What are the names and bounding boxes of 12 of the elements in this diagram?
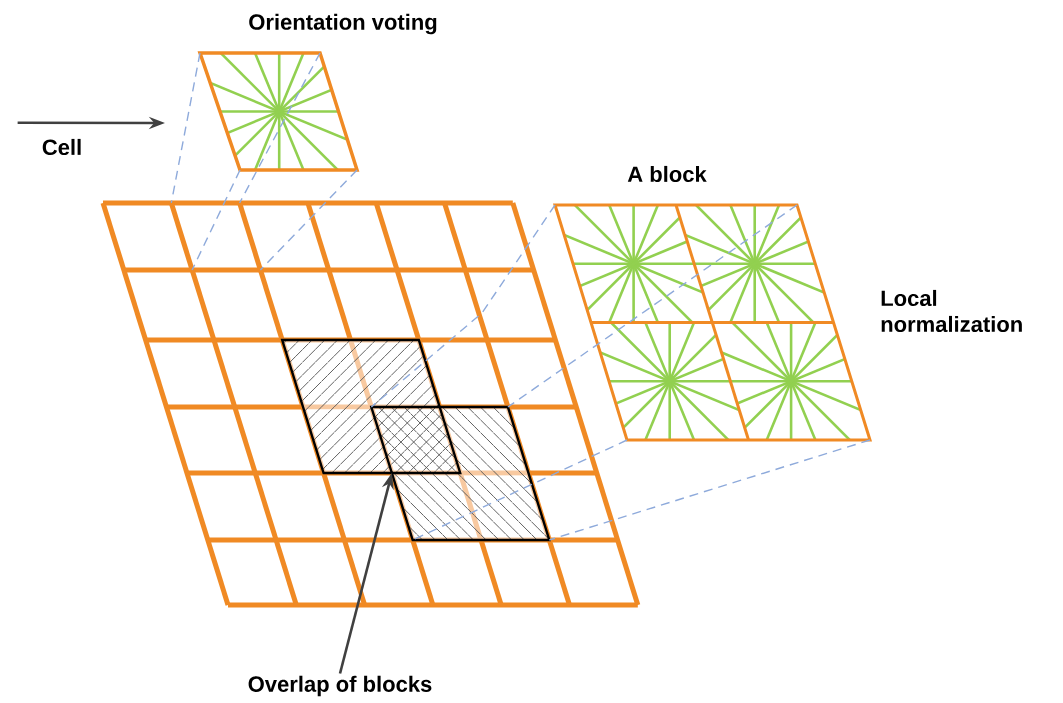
projection-line: [191, 169, 241, 271]
projection-line: [170, 52, 201, 204]
projection-line: [259, 169, 358, 271]
text-label: Overlap of blocks: [248, 675, 432, 697]
side-label: Local normalization: [881, 289, 1022, 333]
heading: A block: [627, 165, 707, 183]
projection-line: [548, 439, 871, 541]
projection-line: [238, 52, 321, 204]
grid-drawing: [100, 200, 641, 608]
text-label: Cell: [42, 138, 81, 156]
projection-line: [507, 204, 798, 408]
heading: Orientation voting: [249, 13, 437, 35]
